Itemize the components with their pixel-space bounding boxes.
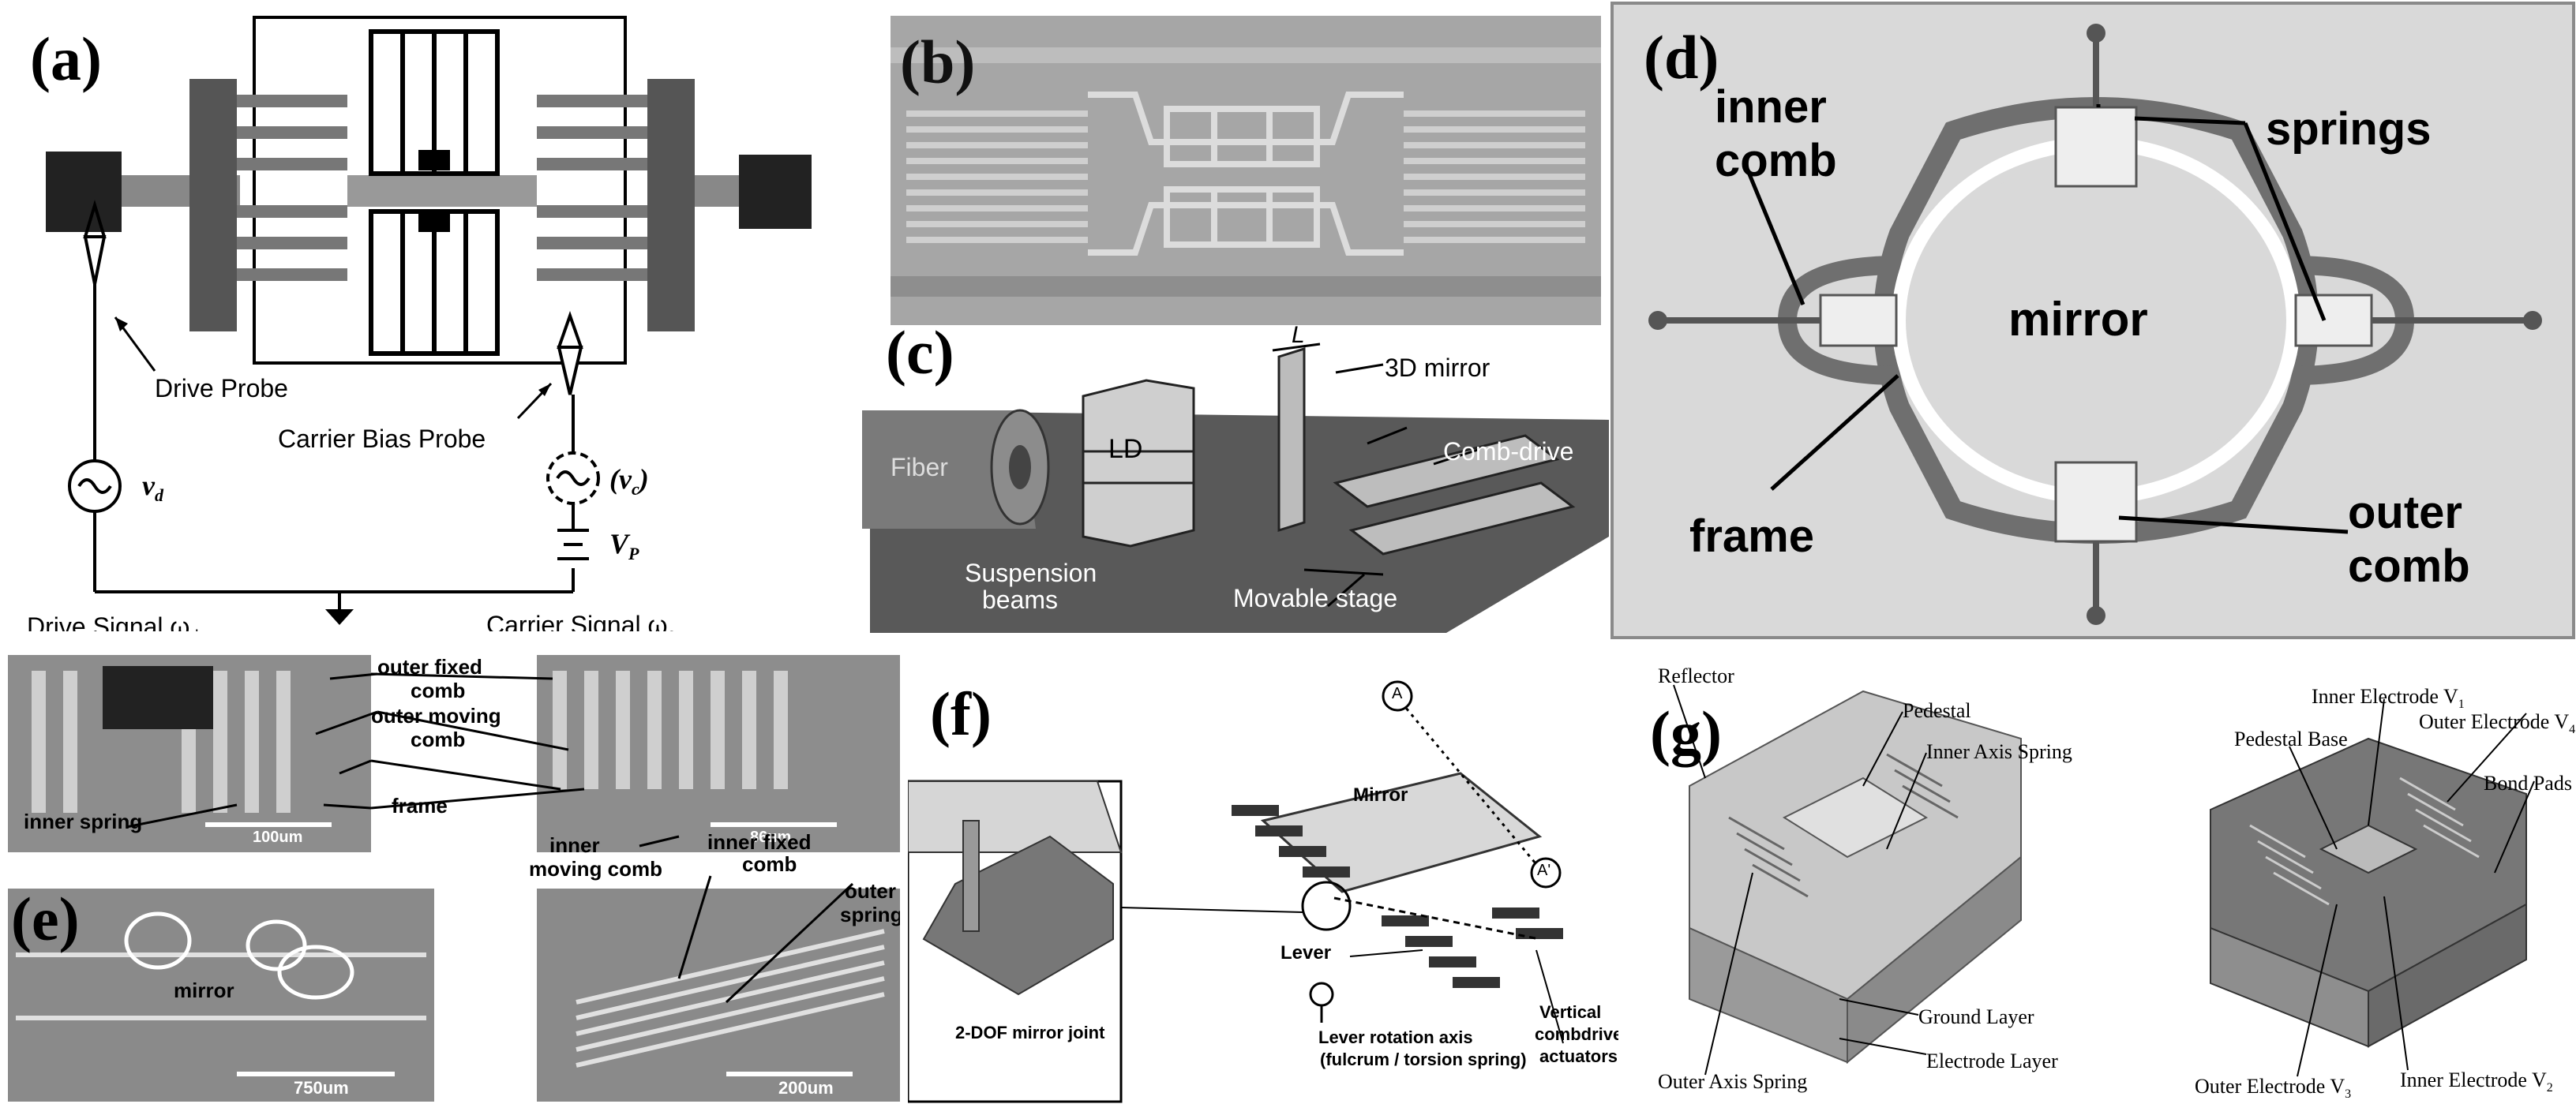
panel-f: (f) A A' Mirror Lever 2-DOF mirror joint… bbox=[908, 679, 1618, 1104]
e-mirror: mirror bbox=[174, 979, 234, 1002]
e-outer-moving-1: outer moving bbox=[371, 704, 501, 728]
panel-c-label: (c) bbox=[886, 325, 954, 387]
e-inner-fixed-2: comb bbox=[742, 852, 797, 876]
c-ld-label: LD bbox=[1108, 434, 1143, 464]
d-frame-label: frame bbox=[1689, 511, 1814, 562]
d-outer-label: outer bbox=[2348, 487, 2462, 538]
e-outer-spring-1: outer bbox=[845, 879, 896, 903]
c-beams-label: beams bbox=[982, 586, 1059, 614]
e-scale-750um: 750um bbox=[294, 1078, 349, 1098]
c-L-label: L bbox=[1292, 325, 1305, 348]
f-vertical-label-2: combdrive bbox=[1535, 1024, 1618, 1044]
c-movable-stage-label: Movable stage bbox=[1233, 584, 1398, 612]
panel-d-label: (d) bbox=[1644, 23, 1719, 92]
e-inner-moving-1: inner bbox=[549, 833, 600, 857]
g-outer-axis-spring: Outer Axis Spring bbox=[1658, 1070, 1808, 1093]
panel-c-diagram bbox=[862, 342, 1609, 633]
f-lever-label: Lever bbox=[1281, 942, 1332, 964]
g-electrode-layer: Electrode Layer bbox=[1926, 1050, 2058, 1072]
d-inner-label: inner bbox=[1715, 81, 1827, 133]
f-vertical-label-3: actuators bbox=[1539, 1046, 1618, 1066]
e-outer-moving-2: comb bbox=[411, 728, 466, 751]
panel-g: (g) Reflector Pedestal Inner Axis Spring… bbox=[1626, 668, 2576, 1104]
e-frame: frame bbox=[392, 794, 448, 818]
e-scale-86um: 86um bbox=[750, 829, 792, 846]
f-joint-label: 2-DOF mirror joint bbox=[955, 1023, 1105, 1042]
panel-b-label: (b) bbox=[900, 28, 976, 96]
g-pedestal: Pedestal bbox=[1903, 699, 1971, 722]
e-scale-200um: 200um bbox=[778, 1078, 834, 1098]
f-vertical-label-1: Vertical bbox=[1539, 1002, 1602, 1022]
e-outer-fixed-2: comb bbox=[411, 679, 466, 702]
f-mirror-label: Mirror bbox=[1353, 784, 1408, 806]
g-outer-v3: Outer Electrode V3 bbox=[2195, 1075, 2352, 1102]
panel-g-label: (g) bbox=[1650, 698, 1722, 767]
e-outer-fixed-1: outer fixed bbox=[377, 655, 482, 679]
e-outer-spring-2: spring bbox=[840, 903, 900, 926]
panel-a: (a) Drive Probe Carrier Bias Probe vd (v… bbox=[0, 0, 821, 631]
c-3d-mirror-label: 3D mirror bbox=[1385, 354, 1490, 382]
panel-f-label: (f) bbox=[930, 679, 992, 748]
panel-d: (d) inner comb springs mirror frame oute… bbox=[1610, 2, 2575, 639]
g-outer-v4: Outer Electrode V4 bbox=[2419, 710, 2576, 737]
panel-b-sem-image bbox=[891, 16, 1601, 325]
panel-b: (b) bbox=[891, 16, 1601, 325]
panel-c: (c) L 3D mirror LD Fiber Comb-drive Susp… bbox=[862, 325, 1609, 641]
panel-f-diagram bbox=[908, 680, 1564, 1103]
c-comb-drive-label: Comb-drive bbox=[1443, 437, 1574, 466]
panel-a-circuit bbox=[46, 16, 812, 625]
panel-d-mirror-diagram bbox=[1614, 5, 2572, 636]
drive-probe-label: Drive Probe bbox=[155, 374, 288, 402]
d-outer-comb-label: comb bbox=[2348, 541, 2470, 592]
e-scale-100um: 100um bbox=[253, 829, 303, 846]
f-axis-label-1: Lever rotation axis bbox=[1318, 1027, 1473, 1047]
carrier-signal-label: Carrier Signal ωc bbox=[486, 611, 676, 631]
g-inner-v2: Inner Electrode V2 bbox=[2400, 1068, 2553, 1095]
d-springs-label: springs bbox=[2266, 103, 2432, 155]
g-inner-v1: Inner Electrode V1 bbox=[2312, 685, 2465, 712]
d-mirror-label: mirror bbox=[2008, 293, 2148, 346]
panel-e: (e) outer fixed comb outer moving comb f… bbox=[0, 655, 900, 1104]
f-A-label: A bbox=[1392, 685, 1403, 702]
vd-label: vd bbox=[142, 470, 163, 506]
c-suspension-label: Suspension bbox=[965, 559, 1097, 587]
e-inner-fixed-1: inner fixed bbox=[707, 830, 812, 854]
panel-a-label: (a) bbox=[30, 24, 102, 93]
g-reflector: Reflector bbox=[1658, 668, 1734, 687]
drive-signal-label: Drive Signal ωd bbox=[27, 612, 199, 631]
c-fiber-label: Fiber bbox=[891, 453, 948, 481]
e-inner-spring: inner spring bbox=[24, 810, 143, 833]
e-inner-moving-2: moving comb bbox=[529, 857, 663, 881]
g-pedestal-base: Pedestal Base bbox=[2234, 728, 2348, 750]
d-comb-label: comb bbox=[1715, 135, 1837, 186]
panel-e-label: (e) bbox=[11, 885, 80, 953]
g-ground-layer: Ground Layer bbox=[1918, 1005, 2034, 1028]
f-axis-label-2: (fulcrum / torsion spring) bbox=[1320, 1050, 1527, 1069]
panel-e-sem-images bbox=[8, 655, 900, 1102]
vc-label: (vc) bbox=[609, 463, 649, 500]
vp-label: VP bbox=[609, 528, 639, 564]
g-bond-pads: Bond Pads bbox=[2484, 772, 2572, 795]
panel-g-diagram bbox=[1673, 684, 2535, 1077]
carrier-bias-probe-label: Carrier Bias Probe bbox=[278, 425, 486, 453]
f-A-prime-label: A' bbox=[1537, 862, 1551, 879]
g-inner-axis-spring: Inner Axis Spring bbox=[1926, 740, 2072, 763]
